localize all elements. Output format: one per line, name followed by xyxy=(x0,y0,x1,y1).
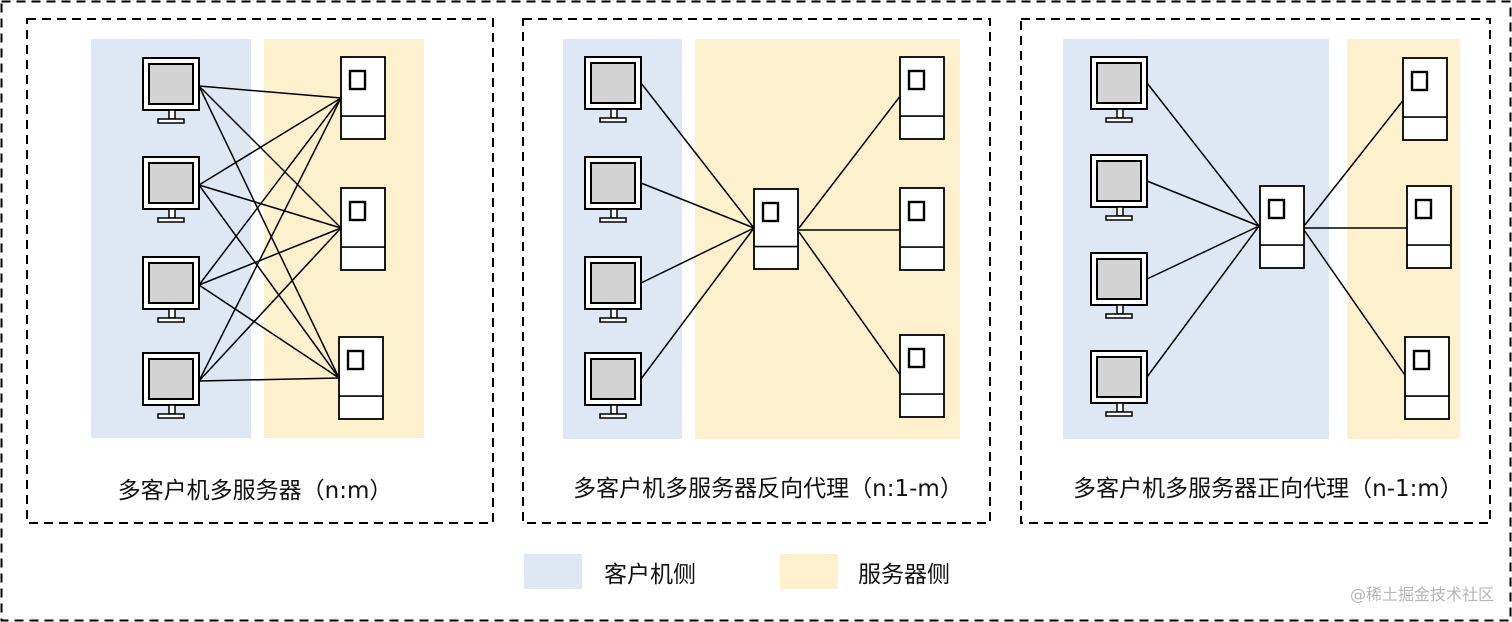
server-icon xyxy=(1404,336,1450,420)
legend-swatch-client xyxy=(524,554,582,589)
monitor-icon xyxy=(584,56,642,123)
proxy-server-icon xyxy=(1259,185,1305,269)
legend-label-server: 服务器侧 xyxy=(858,562,950,588)
server-icon xyxy=(899,187,945,271)
monitor-icon xyxy=(584,352,642,419)
nodes xyxy=(1090,56,1452,420)
panel-forward-proxy: 多客户机多服务器正向代理（n-1:m） xyxy=(1020,18,1491,524)
server-icon xyxy=(340,56,386,140)
connection-lines xyxy=(640,82,902,380)
monitor-icon xyxy=(1090,252,1148,319)
monitor-icon xyxy=(584,256,642,323)
watermark-text: @稀土掘金技术社区 xyxy=(1350,585,1494,604)
server-icon xyxy=(338,336,384,420)
monitor-icon xyxy=(584,156,642,223)
panel-frame xyxy=(26,18,494,524)
nodes xyxy=(584,56,945,419)
panel-caption: 多客户机多服务器正向代理（n-1:m） xyxy=(1073,476,1463,502)
server-icon xyxy=(340,187,386,271)
panel-frame xyxy=(1020,18,1491,524)
connection-lines xyxy=(1146,82,1409,379)
monitor-icon xyxy=(142,352,200,419)
monitor-icon xyxy=(142,156,200,223)
server-icon xyxy=(1402,57,1448,141)
monitor-icon xyxy=(142,256,200,323)
legend-label-client: 客户机侧 xyxy=(604,562,696,588)
panel-reverse-proxy: 多客户机多服务器反向代理（n:1-m） xyxy=(522,18,991,524)
connection-lines xyxy=(198,85,342,382)
panel-caption: 多客户机多服务器反向代理（n:1-m） xyxy=(573,476,963,502)
panel-n-m: 多客户机多服务器（n:m） xyxy=(26,18,494,524)
nodes xyxy=(142,56,386,420)
proxy-server-icon xyxy=(753,188,799,270)
server-icon xyxy=(899,56,945,140)
monitor-icon xyxy=(142,57,200,124)
legend-swatch-server xyxy=(780,554,838,589)
legend: 客户机侧 服务器侧 xyxy=(524,554,950,589)
server-icon xyxy=(899,334,945,418)
panel-frame xyxy=(522,18,991,524)
monitor-icon xyxy=(1090,350,1148,417)
server-icon xyxy=(1406,185,1452,269)
panel-caption: 多客户机多服务器（n:m） xyxy=(118,478,393,504)
monitor-icon xyxy=(1090,56,1148,123)
monitor-icon xyxy=(1090,154,1148,221)
